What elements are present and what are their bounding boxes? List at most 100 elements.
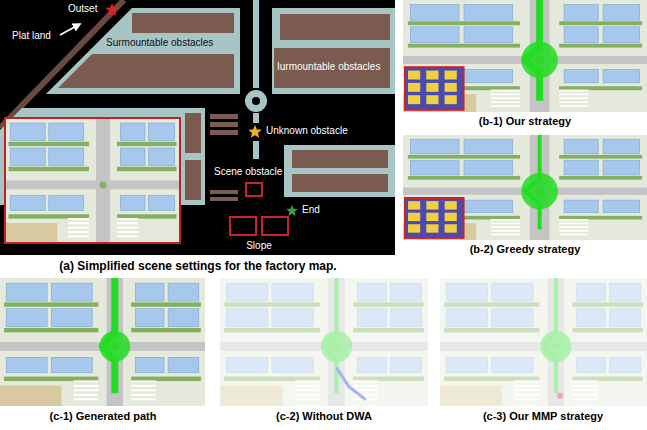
building xyxy=(410,139,459,154)
panel-map xyxy=(403,0,647,112)
road-median xyxy=(253,113,259,123)
path-spread xyxy=(521,173,558,210)
grid-cell xyxy=(445,83,457,92)
parking-stripe xyxy=(559,223,588,225)
grass-strip xyxy=(353,377,424,381)
grass-strip xyxy=(224,377,320,381)
parking-stripe xyxy=(515,385,540,387)
thumb-ground xyxy=(220,278,428,406)
building xyxy=(274,48,390,88)
building xyxy=(391,283,422,301)
parking-stripe xyxy=(117,231,138,233)
grass-strip xyxy=(559,21,642,25)
map-ground xyxy=(0,0,395,255)
building xyxy=(132,13,234,33)
parking-stripe xyxy=(491,105,520,107)
building xyxy=(577,357,606,372)
building xyxy=(168,309,199,327)
parking-stripe xyxy=(515,389,540,391)
grid-cell xyxy=(426,71,438,80)
building xyxy=(10,148,45,166)
building xyxy=(603,27,640,43)
parking-stripe xyxy=(295,389,320,391)
building xyxy=(121,148,146,166)
building xyxy=(564,27,598,43)
building xyxy=(292,150,388,168)
grid-cell xyxy=(426,213,438,221)
path-spread xyxy=(540,331,571,362)
small-obstacle xyxy=(210,130,238,135)
small-obstacle xyxy=(210,190,238,194)
parking-stripe xyxy=(491,230,520,232)
grid-cell xyxy=(426,95,438,104)
building xyxy=(603,200,640,213)
building xyxy=(446,283,487,301)
building xyxy=(121,123,146,141)
building xyxy=(168,283,199,301)
parking-stripe xyxy=(491,223,520,225)
building xyxy=(185,160,201,200)
parking-stripe xyxy=(74,389,99,391)
parking-stripe xyxy=(353,380,378,382)
parking-stripe xyxy=(491,94,520,96)
panel-map xyxy=(440,278,647,406)
grass-strip xyxy=(444,328,539,332)
road-median xyxy=(253,0,259,88)
map-label: Iurmountable obstacles xyxy=(277,61,380,73)
plat-land-area xyxy=(0,386,62,406)
thumb-ground xyxy=(0,278,205,406)
building xyxy=(564,200,598,213)
grid-cell xyxy=(408,213,420,221)
grass-strip xyxy=(559,86,642,90)
grid-cell xyxy=(445,201,457,209)
map-label: Surmountable obstacles xyxy=(106,37,213,49)
parking-stripe xyxy=(117,227,138,229)
building xyxy=(280,14,390,40)
parking-stripe xyxy=(295,385,320,387)
path-spread xyxy=(521,42,558,79)
building xyxy=(357,309,386,327)
grass-strip xyxy=(572,302,642,306)
road xyxy=(5,181,180,190)
building xyxy=(49,148,84,166)
building xyxy=(135,283,164,301)
building xyxy=(168,357,199,372)
building xyxy=(446,357,487,372)
building xyxy=(603,139,640,154)
grass-strip xyxy=(117,214,177,218)
outset-star xyxy=(105,3,118,16)
parking-stripe xyxy=(131,398,156,400)
building xyxy=(121,196,146,211)
grass-strip xyxy=(9,167,90,171)
parking-stripe xyxy=(68,231,89,233)
grass-strip xyxy=(572,377,642,381)
building xyxy=(464,139,513,154)
parking-stripe xyxy=(295,394,320,396)
building xyxy=(492,309,533,327)
parking-stripe xyxy=(572,380,597,382)
grass-strip xyxy=(353,302,424,306)
building xyxy=(149,148,175,166)
parking-stripe xyxy=(515,398,540,400)
thumb-ground xyxy=(440,278,647,406)
building xyxy=(10,196,45,211)
thumb-ground xyxy=(403,135,647,240)
grid-cell xyxy=(445,224,457,232)
parking-stripe xyxy=(491,90,520,92)
map-label: Scene obstacle xyxy=(214,166,282,178)
building xyxy=(272,309,314,327)
block-area xyxy=(46,8,240,94)
building xyxy=(149,123,175,141)
building xyxy=(51,357,92,372)
building xyxy=(410,27,459,43)
parking-stripe xyxy=(131,385,156,387)
grass-strip xyxy=(408,21,520,25)
building xyxy=(577,309,606,327)
grass-strip xyxy=(559,216,642,220)
parking-stripe xyxy=(68,236,89,238)
panel-caption: (c-2) Without DWA xyxy=(276,410,372,423)
building xyxy=(564,69,598,82)
panel-map xyxy=(403,135,647,240)
parking-stripe xyxy=(295,380,320,382)
small-obstacle xyxy=(210,122,238,127)
